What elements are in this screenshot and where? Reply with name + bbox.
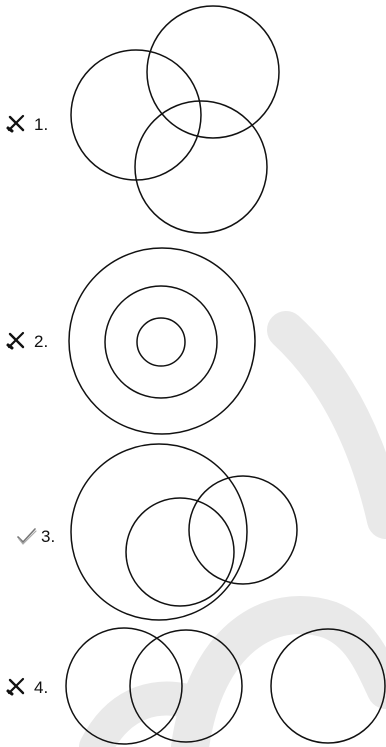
option-2-number: 2. (34, 332, 48, 351)
option-2-circle-outer (68, 247, 256, 435)
option-3-circle-overlap (188, 475, 298, 585)
option-1-mark (6, 114, 25, 133)
watermark-swoosh-curve (267, 311, 386, 539)
option-1-circle-top (146, 5, 280, 139)
cross-mark-icon (6, 677, 25, 696)
check-mark-icon (17, 528, 37, 545)
option-3-circle-inner (125, 497, 235, 607)
option-2-mark (6, 331, 25, 350)
option-2-circle-inner (136, 317, 186, 367)
watermark-swoosh-lower (79, 681, 217, 747)
watermark-swoosh-arc (171, 596, 386, 747)
option-4: 4. (6, 627, 386, 745)
option-4-circle-right (270, 628, 386, 744)
option-4-mark (6, 677, 25, 696)
watermark (79, 311, 386, 747)
option-2-circle-middle (104, 285, 218, 399)
option-4-circle-left (65, 627, 183, 745)
cross-mark-icon (6, 331, 25, 350)
option-4-circle-middle (129, 629, 243, 743)
option-3-circle-large (70, 443, 248, 621)
option-3-number: 3. (41, 527, 55, 546)
option-4-number: 4. (34, 678, 48, 697)
option-1-circle-bottom (134, 100, 268, 234)
option-3: 3. (17, 443, 298, 621)
option-1: 1. (6, 5, 280, 234)
option-2: 2. (6, 247, 256, 435)
option-1-number: 1. (34, 115, 48, 134)
option-3-mark (17, 528, 37, 545)
cross-mark-icon (6, 114, 25, 133)
